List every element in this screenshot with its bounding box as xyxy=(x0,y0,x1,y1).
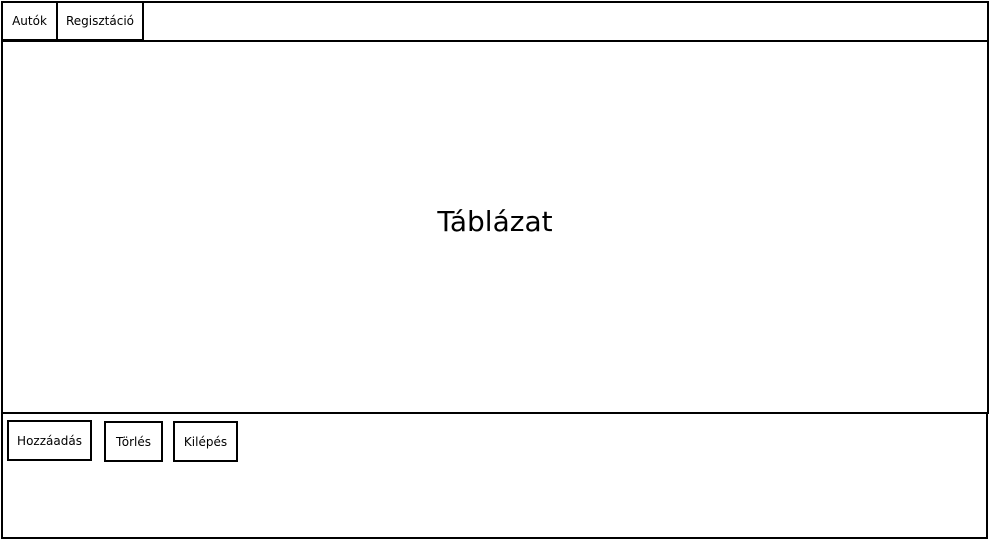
delete-button[interactable]: Törlés xyxy=(104,421,163,462)
tab-regisztracio[interactable]: Regisztáció xyxy=(56,1,144,41)
tab-bar xyxy=(1,1,989,42)
tab-autok[interactable]: Autók xyxy=(1,1,58,41)
table-placeholder-label: Táblázat xyxy=(437,204,553,238)
add-button[interactable]: Hozzáadás xyxy=(7,420,92,461)
exit-button[interactable]: Kilépés xyxy=(173,421,238,462)
button-panel xyxy=(1,412,988,539)
table-area: Táblázat xyxy=(1,40,989,414)
